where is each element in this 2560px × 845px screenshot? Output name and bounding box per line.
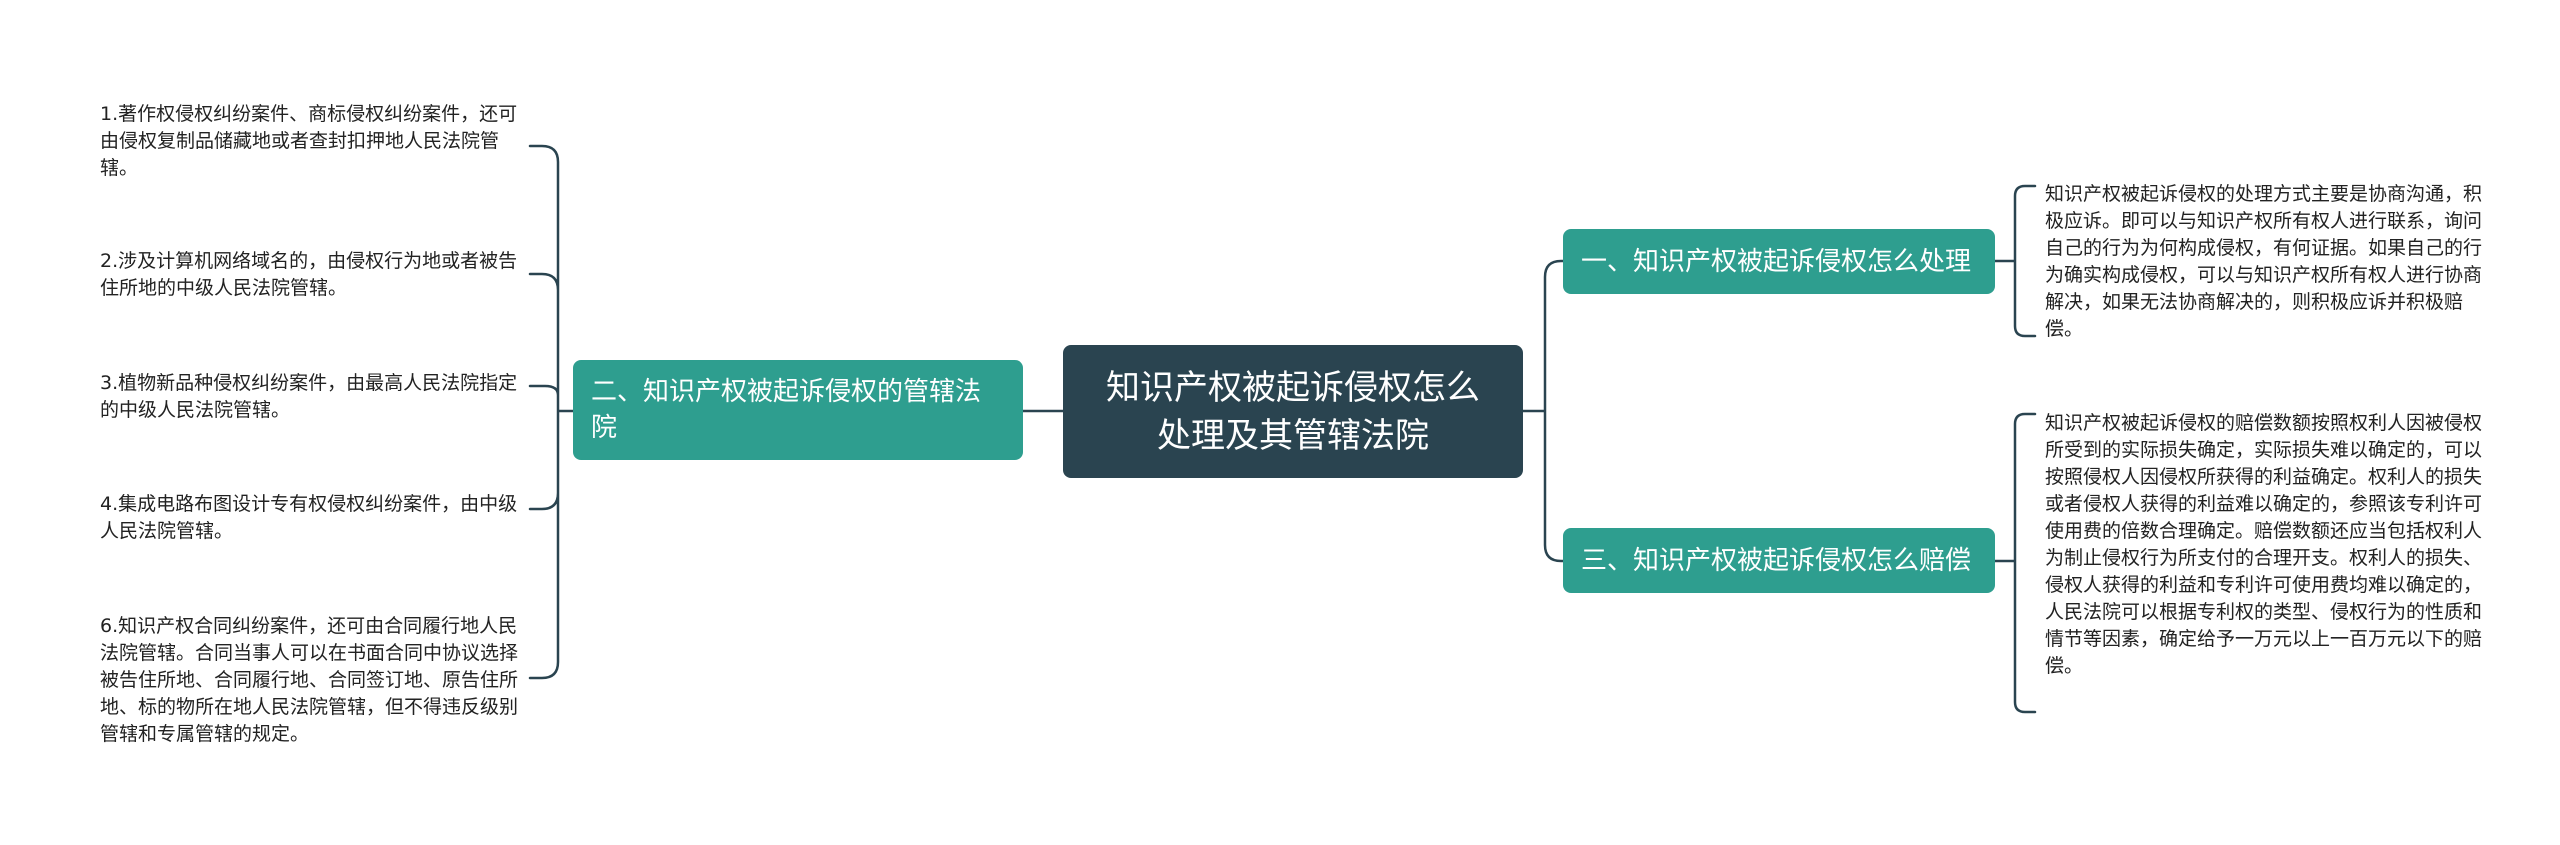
connector-right-bottom-bracket	[1993, 412, 2037, 714]
root-title-line1: 知识产权被起诉侵权怎么	[1106, 367, 1480, 408]
connector-left-bracket	[528, 144, 575, 680]
branch-compensation[interactable]: 三、知识产权被起诉侵权怎么赔偿	[1563, 528, 1995, 593]
connector-root-right	[1521, 259, 1565, 563]
root-topic[interactable]: 知识产权被起诉侵权怎么 处理及其管辖法院	[1063, 345, 1523, 478]
leaf-jurisdiction-4: 4.集成电路布图设计专有权侵权纠纷案件，由中级人民法院管辖。	[100, 493, 518, 542]
leaf-jurisdiction-3: 3.植物新品种侵权纠纷案件，由最高人民法院指定的中级人民法院管辖。	[100, 372, 518, 421]
branch-handling-label: 一、知识产权被起诉侵权怎么处理	[1581, 246, 1972, 277]
branch-handling[interactable]: 一、知识产权被起诉侵权怎么处理	[1563, 229, 1995, 294]
leaf-handling: 知识产权被起诉侵权的处理方式主要是协商沟通，积极应诉。即可以与知识产权所有权人进…	[2045, 183, 2483, 340]
leaf-jurisdiction-2: 2.涉及计算机网络域名的，由侵权行为地或者被告住所地的中级人民法院管辖。	[100, 250, 518, 299]
branch-jurisdiction-label: 二、知识产权被起诉侵权的管辖法院	[591, 377, 982, 443]
branch-jurisdiction[interactable]: 二、知识产权被起诉侵权的管辖法院	[573, 360, 1023, 460]
leaf-jurisdiction-1: 1.著作权侵权纠纷案件、商标侵权纠纷案件，还可由侵权复制品储藏地或者查封扣押地人…	[100, 103, 518, 179]
branch-compensation-label: 三、知识产权被起诉侵权怎么赔偿	[1581, 545, 1972, 576]
connector-right-top-bracket	[1993, 184, 2037, 338]
root-title: 知识产权被起诉侵权怎么 处理及其管辖法院	[1106, 364, 1480, 460]
root-title-line2: 处理及其管辖法院	[1157, 415, 1429, 456]
leaf-compensation: 知识产权被起诉侵权的赔偿数额按照权利人因被侵权所受到的实际损失确定，实际损失难以…	[2045, 412, 2483, 677]
leaf-jurisdiction-6: 6.知识产权合同纠纷案件，还可由合同履行地人民法院管辖。合同当事人可以在书面合同…	[100, 615, 519, 745]
